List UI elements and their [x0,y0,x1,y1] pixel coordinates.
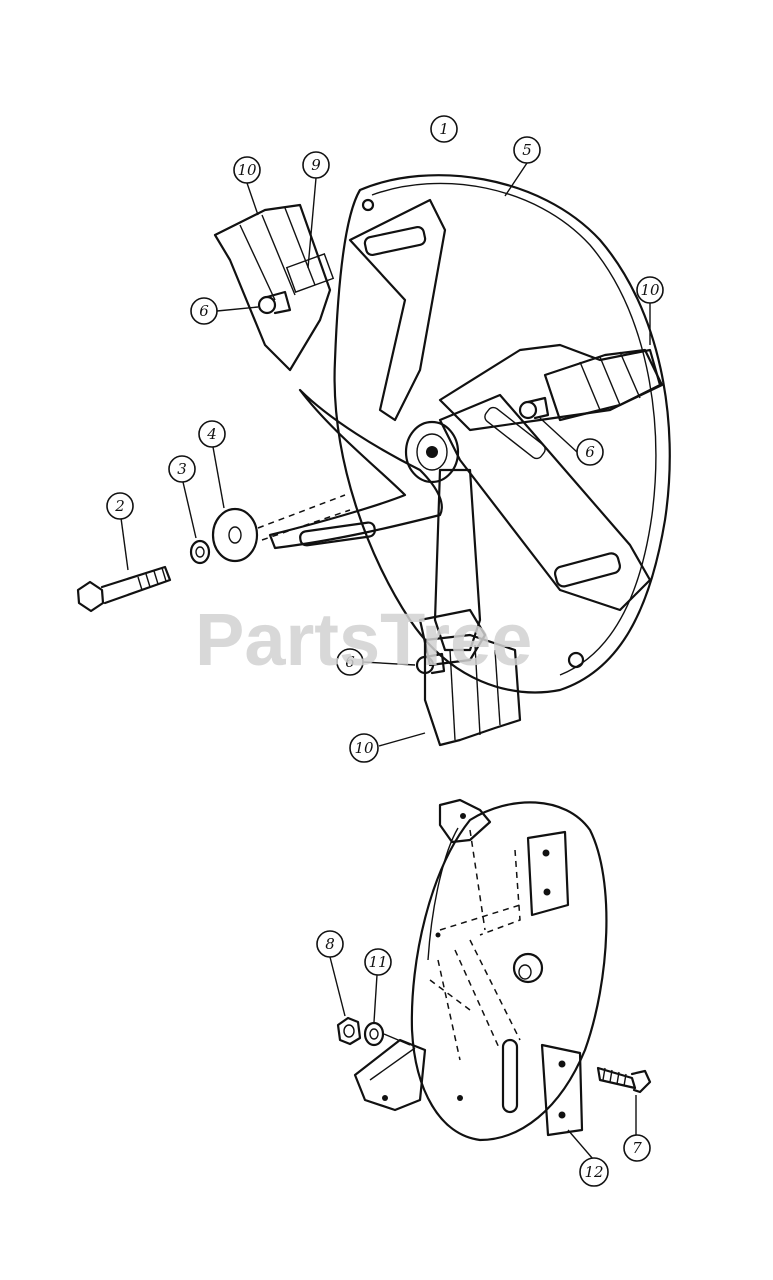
blade-slot-left [299,521,376,547]
washer-11 [363,1021,385,1047]
impeller-blade-right [438,393,652,612]
plate-disc-edge [427,827,459,961]
impeller-assembly [76,174,671,747]
paddle-right [543,348,664,422]
svg-text:10: 10 [354,739,374,757]
plate-disc [410,801,608,1142]
impeller-arm-right [438,343,662,432]
plate-center-boss-inner [518,964,532,980]
svg-text:12: 12 [584,1163,603,1181]
impeller-hub [404,420,460,484]
blade-slot-right [553,552,621,588]
svg-text:6: 6 [585,443,595,461]
stud-upper [257,290,292,315]
bolt-alignment-line [257,494,351,541]
impeller-hub-inner [416,433,448,471]
callout-12: 12 [579,1157,609,1187]
stud-lower [415,652,446,675]
svg-text:8: 8 [325,935,335,953]
svg-text:9: 9 [311,156,321,174]
hex-bolt [76,565,172,613]
lock-washer [189,539,211,565]
hex-nut-8 [336,1016,362,1046]
plate-pad-top [526,830,570,917]
impeller-blade-lower [433,468,482,652]
plate-bracket-bottom [353,1038,427,1112]
blade-slot-upper [363,225,427,257]
stud-right [518,396,550,420]
plate-center-boss [512,952,544,984]
callout-6-lower: 6 [336,648,364,676]
callout-2: 2 [106,492,134,520]
callout-10-right: 10 [636,276,664,304]
callout-5: 5 [513,136,541,164]
svg-text:7: 7 [632,1139,642,1157]
disc-nut-right [567,651,585,669]
plate-bracket-top [438,798,492,844]
callout-3: 3 [168,455,196,483]
callout-11: 11 [364,948,392,976]
callout-6-upper: 6 [190,297,218,325]
callout-10-bottom: 10 [349,733,379,763]
svg-text:1: 1 [439,120,449,138]
paddle-upper [213,203,335,372]
plate-assembly [336,798,652,1142]
svg-text:3: 3 [177,460,187,478]
disc-nut-left [361,198,375,212]
plate-slot [501,1038,519,1114]
watermark: PartsTree [195,598,532,681]
callout-1: 1 [430,115,458,143]
svg-text:4: 4 [206,425,217,443]
impeller-blade-upper [348,198,447,422]
flat-washer [211,507,259,563]
callout-leaders [120,162,651,1160]
svg-text:10: 10 [640,281,660,299]
callout-8: 8 [316,930,344,958]
svg-text:6: 6 [345,653,355,671]
impeller-disc [333,174,671,694]
impeller-blade-left [268,388,443,550]
plate-bracket-12 [540,1043,584,1137]
callout-10-top: 10 [233,156,261,184]
hub-bore [426,446,438,458]
callout-6-right: 6 [576,438,604,466]
screw-7 [596,1066,652,1094]
svg-text:5: 5 [522,141,532,159]
svg-text:6: 6 [199,302,209,320]
callout-7: 7 [623,1134,651,1162]
callout-4: 4 [198,420,226,448]
callout-9: 9 [302,151,330,179]
svg-text:2: 2 [114,497,125,515]
blade-slot-center [484,406,546,460]
plate-hidden-lines [429,829,521,1061]
impeller-disc-rim [371,182,657,676]
svg-text:10: 10 [237,161,257,179]
svg-text:11: 11 [368,953,387,971]
